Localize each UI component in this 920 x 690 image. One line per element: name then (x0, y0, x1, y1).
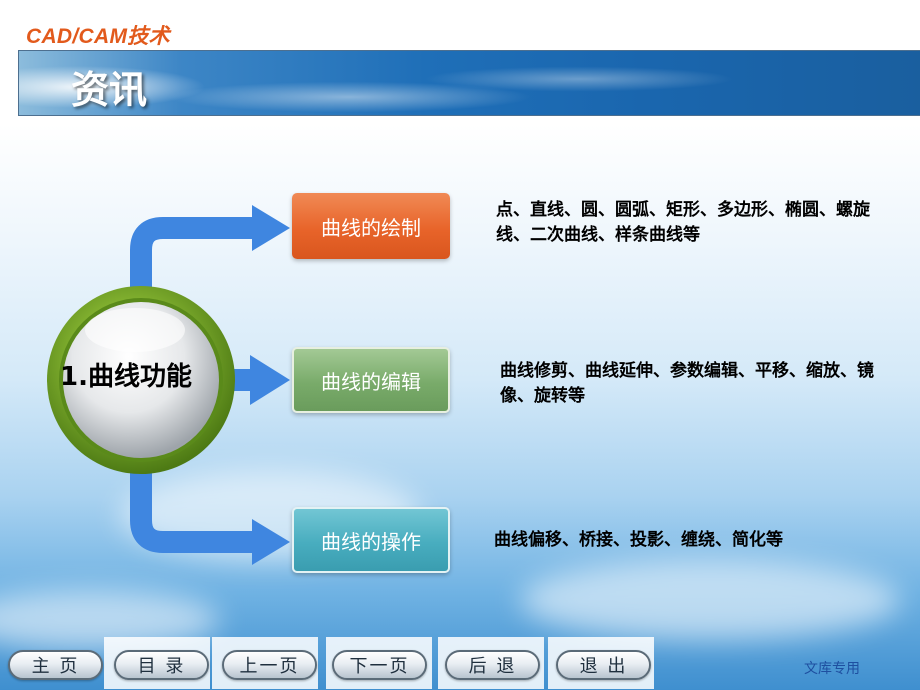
branch-box-curve-editing: 曲线的编辑 (292, 347, 450, 413)
center-node (47, 286, 235, 474)
branch-box-curve-operations: 曲线的操作 (292, 507, 450, 573)
previous-page-button[interactable]: 上一页 (222, 650, 317, 680)
toc-button[interactable]: 目 录 (114, 650, 209, 680)
branch-box-curve-drawing: 曲线的绘制 (292, 193, 450, 259)
branch-description-drawing: 点、直线、圆、圆弧、矩形、多边形、椭圆、螺旋线、二次曲线、样条曲线等 (496, 200, 870, 245)
navigation-bar: 主 页 目 录 上一页 下一页 后 退 退 出 (0, 635, 920, 690)
banner-title: 资讯 (71, 67, 148, 112)
next-page-button[interactable]: 下一页 (332, 650, 427, 680)
home-button[interactable]: 主 页 (8, 650, 103, 680)
connector-arrow-top (130, 205, 290, 300)
branch-label: 曲线的绘制 (321, 215, 421, 240)
cloud-decoration (520, 560, 900, 640)
branch-description-operations: 曲线偏移、桥接、投影、缠绕、简化等 (494, 530, 783, 550)
connector-arrow-bottom (130, 460, 290, 565)
brand-title: CAD/CAM技术 (26, 25, 170, 48)
branch-label: 曲线的操作 (321, 529, 421, 554)
title-banner: 资讯 (18, 50, 920, 116)
exit-button[interactable]: 退 出 (556, 650, 651, 680)
center-node-label: 1.曲线功能 (60, 362, 192, 392)
footer-label: 文库专用 (804, 661, 860, 677)
back-button[interactable]: 后 退 (445, 650, 540, 680)
branch-description-editing: 曲线修剪、曲线延伸、参数编辑、平移、缩放、镜像、旋转等 (500, 361, 874, 406)
branch-label: 曲线的编辑 (321, 369, 421, 394)
